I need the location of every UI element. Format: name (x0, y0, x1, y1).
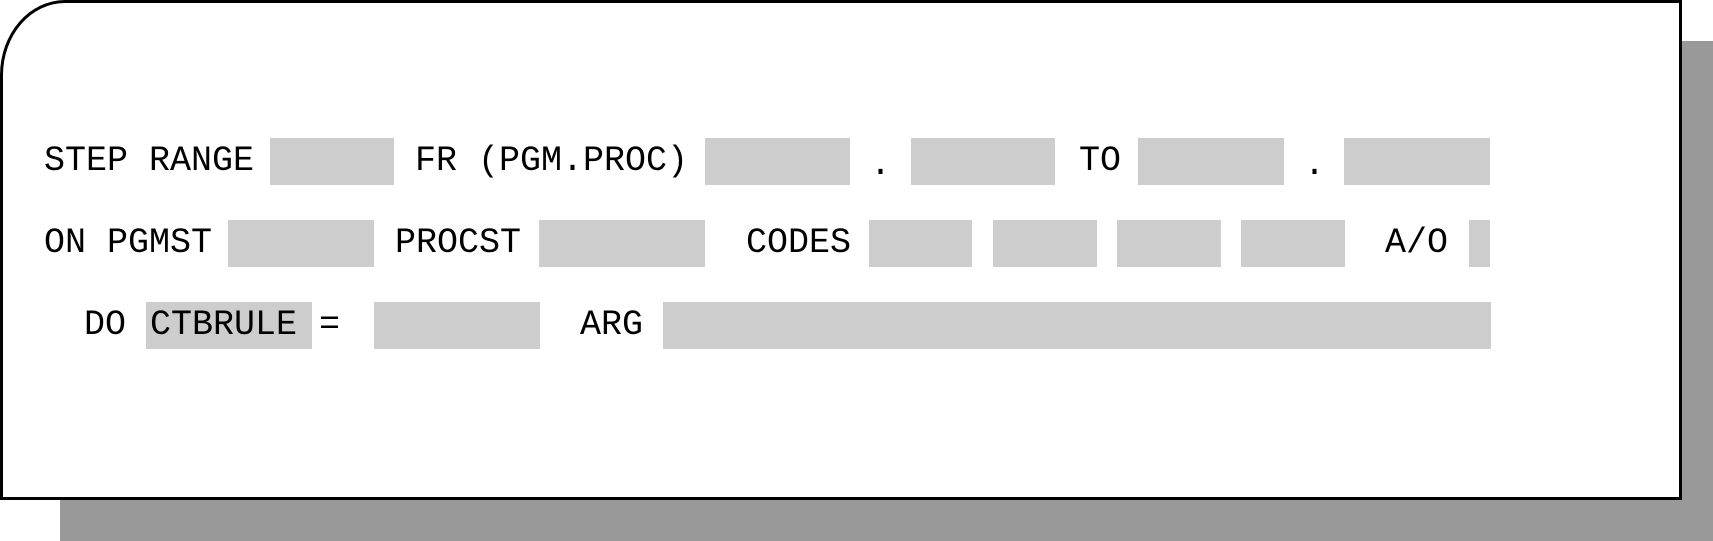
on-pgmst-label: ON PGMST (44, 223, 213, 263)
from-procedure-field[interactable] (911, 138, 1055, 185)
from-separator-dot: . (870, 145, 892, 185)
from-program-field[interactable] (705, 138, 850, 185)
procst-field[interactable] (539, 220, 705, 267)
do-label: DO (84, 305, 127, 345)
to-program-field[interactable] (1138, 138, 1284, 185)
to-label: TO (1079, 141, 1122, 181)
code-field-4[interactable] (1241, 220, 1345, 267)
from-pgm-proc-label: FR (PGM.PROC) (415, 141, 689, 181)
codes-label: CODES (746, 223, 852, 263)
arg-field[interactable] (663, 302, 1491, 349)
and-or-field[interactable] (1469, 220, 1490, 267)
code-field-2[interactable] (993, 220, 1097, 267)
pgmst-field[interactable] (228, 220, 374, 267)
arg-label: ARG (580, 305, 644, 345)
step-range-field[interactable] (270, 138, 394, 185)
to-procedure-field[interactable] (1344, 138, 1490, 185)
do-action-field[interactable]: CTBRULE (146, 302, 312, 349)
code-field-3[interactable] (1117, 220, 1221, 267)
procst-label: PROCST (395, 223, 522, 263)
code-field-1[interactable] (869, 220, 972, 267)
equals-label: = (319, 305, 341, 345)
do-value-field[interactable] (374, 302, 540, 349)
step-range-label: STEP RANGE (44, 141, 255, 181)
to-separator-dot: . (1304, 145, 1326, 185)
and-or-label: A/O (1385, 223, 1449, 263)
